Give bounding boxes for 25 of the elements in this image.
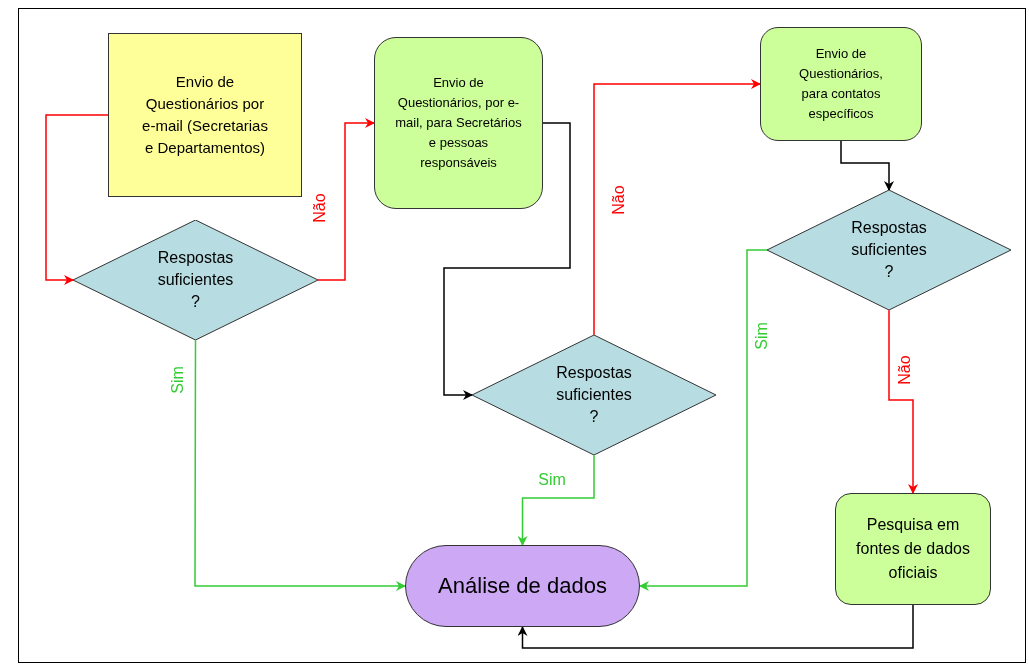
decision-diamond [73,220,318,340]
decision-diamond [472,335,716,455]
arrow [517,604,914,649]
arrow [888,309,918,494]
process-box [374,37,543,209]
arrow [639,249,768,591]
arrow [45,114,109,285]
arrow [317,118,375,281]
node-text: Envio de Questionários, por e-mail, para Secretários e pessoas responsáveis [394,74,523,172]
node-text: Envio de Questionários por e-mail (Secretarias e Departamentos) [141,72,269,158]
node-text: Respostas suficientes ? [156,248,235,312]
arrow [443,122,571,400]
process-box [835,493,991,605]
node-text: Pesquisa em fontes de dados oficiais [855,515,971,583]
process-box [760,27,922,141]
process-box [108,33,302,197]
arrow [840,140,894,191]
arrow [593,79,761,336]
node-text: Envio de Questionários, para contatos específicos [798,45,884,123]
arrow [194,339,406,591]
decision-diamond [767,190,1011,310]
node-text: Respostas suficientes ? [555,363,633,427]
arrow [517,454,595,546]
node-text: Análise de dados [437,572,608,600]
node-text: Respostas suficientes ? [850,218,928,282]
